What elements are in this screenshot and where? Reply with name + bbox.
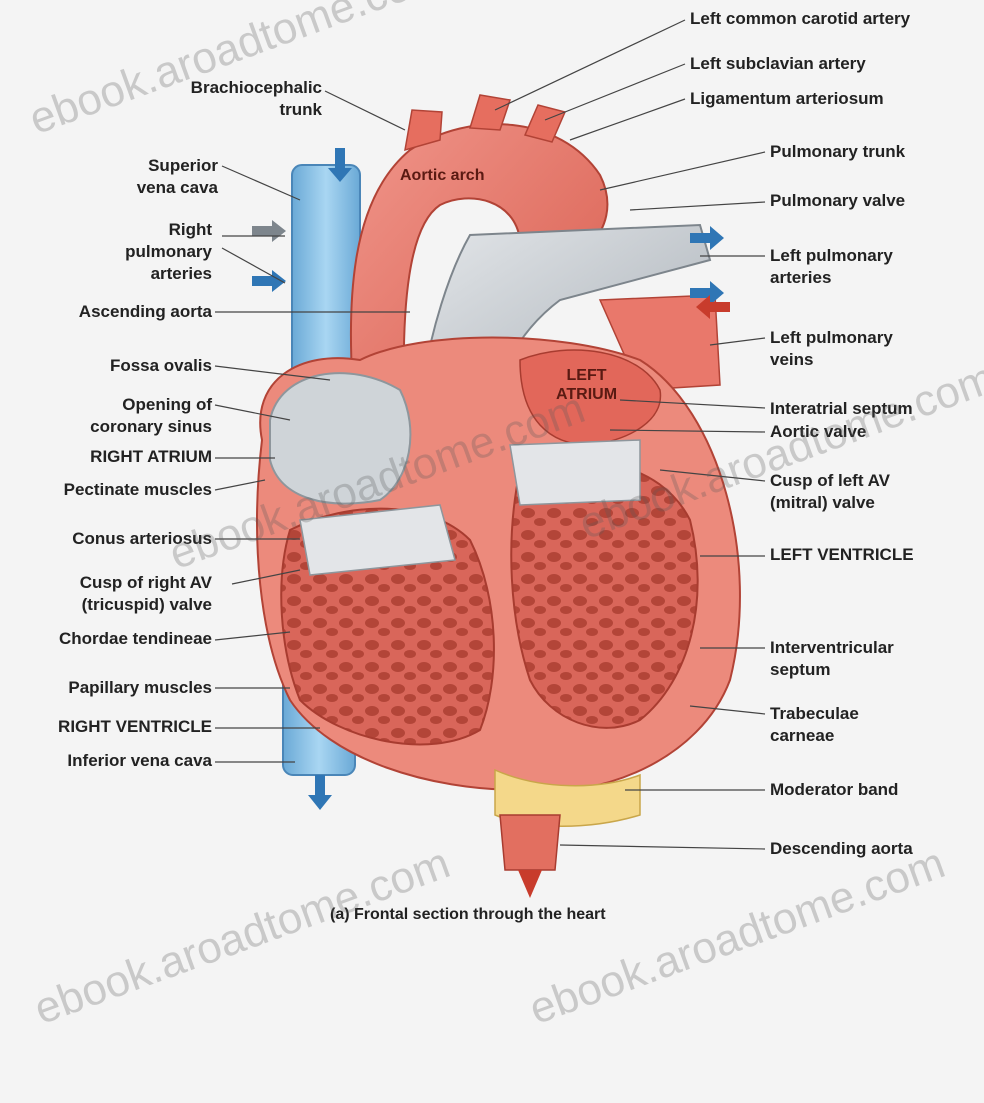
label-aortic-valve: Aortic valve — [770, 421, 866, 443]
leader-line — [630, 202, 765, 210]
label-interatrial-septum: Interatrial septum — [770, 398, 913, 420]
figure-caption: (a) Frontal section through the heart — [330, 906, 606, 924]
leader-line — [222, 248, 285, 283]
leader-line — [600, 152, 765, 190]
label-moderator-band: Moderator band — [770, 779, 898, 801]
leader-line — [620, 400, 765, 408]
leader-line — [215, 480, 265, 490]
label-inferior-vena-cava: Inferior vena cava — [67, 750, 212, 772]
leader-line — [660, 470, 765, 481]
label-right-ventricle: RIGHT VENTRICLE — [58, 716, 212, 738]
label-cusp-right-av: Cusp of right AV(tricuspid) valve — [80, 572, 212, 616]
label-fossa-ovalis: Fossa ovalis — [110, 355, 212, 377]
leader-line — [215, 405, 290, 420]
leader-line — [222, 166, 300, 200]
label-pulmonary-valve: Pulmonary valve — [770, 190, 905, 212]
label-right-atrium: RIGHT ATRIUM — [90, 446, 212, 468]
label-pulmonary-trunk: Pulmonary trunk — [770, 141, 905, 163]
leader-line — [610, 430, 765, 432]
label-descending-aorta: Descending aorta — [770, 838, 913, 860]
leader-line — [690, 706, 765, 714]
leader-line — [232, 570, 300, 584]
leader-line — [215, 366, 330, 380]
label-ligamentum-arteriosum: Ligamentum arteriosum — [690, 88, 884, 110]
leader-line — [570, 99, 685, 140]
label-conus-arteriosus: Conus arteriosus — [72, 528, 212, 550]
label-left-common-carotid: Left common carotid artery — [690, 8, 910, 30]
leader-line — [495, 20, 685, 110]
leader-line — [560, 845, 765, 849]
label-ascending-aorta: Ascending aorta — [79, 301, 212, 323]
label-left-ventricle: LEFT VENTRICLE — [770, 544, 914, 566]
label-cusp-left-av: Cusp of left AV(mitral) valve — [770, 470, 890, 514]
leader-line — [215, 632, 290, 640]
label-left-subclavian: Left subclavian artery — [690, 53, 866, 75]
label-papillary-muscles: Papillary muscles — [68, 677, 212, 699]
leader-line — [325, 91, 405, 130]
leader-line — [545, 64, 685, 120]
leader-line — [710, 338, 765, 345]
label-chordae-tendineae: Chordae tendineae — [59, 628, 212, 650]
label-pectinate-muscles: Pectinate muscles — [64, 479, 212, 501]
label-aortic-arch: Aortic arch — [400, 166, 484, 185]
